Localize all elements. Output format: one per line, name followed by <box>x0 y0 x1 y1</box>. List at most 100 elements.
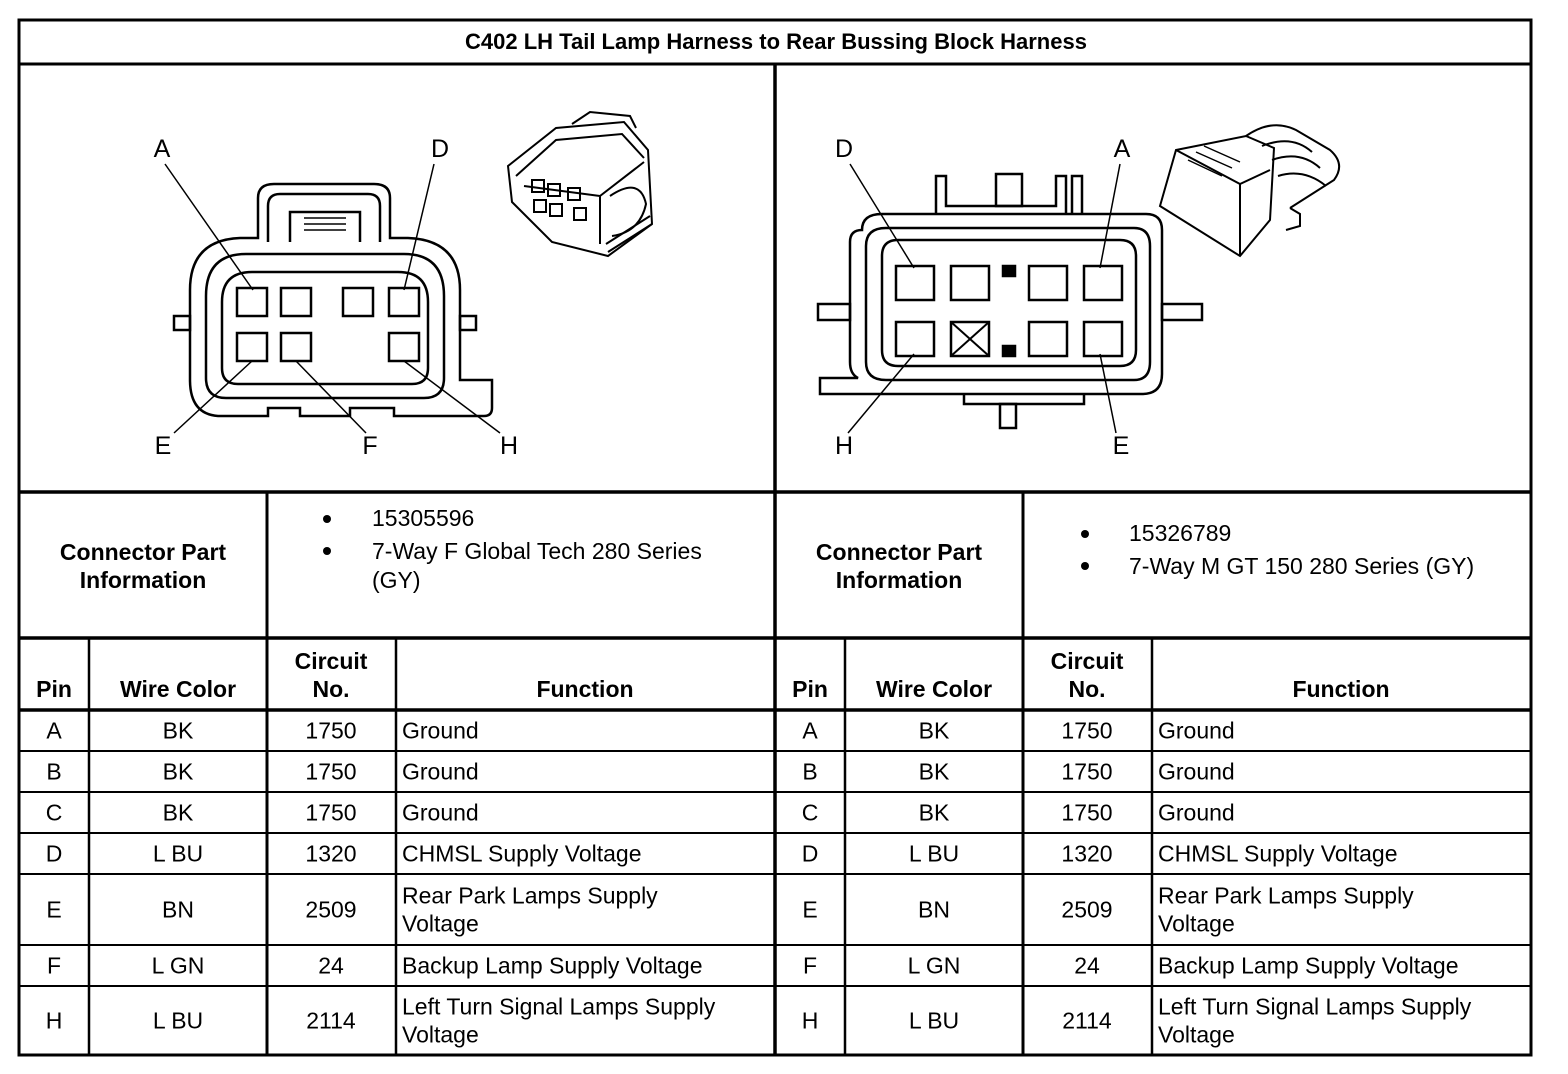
left-connector-info-label-line1: Connector Part <box>60 539 226 565</box>
left-pin-label-d: D <box>431 135 449 163</box>
left-row-2-function-line-0: Ground <box>402 800 479 826</box>
left-row-6-function-line-0: Left Turn Signal Lamps Supply <box>402 994 716 1020</box>
right-pin-callout-lines <box>847 163 1121 434</box>
right-pin-label-d: D <box>835 135 853 163</box>
right-header-circuit-line2: No. <box>1068 676 1105 702</box>
right-bullet-2 <box>1081 562 1089 570</box>
left-row-0-pin: A <box>46 718 62 744</box>
right-header-pin: Pin <box>792 676 828 702</box>
right-connector-info-label-line1: Connector Part <box>816 539 982 565</box>
left-row-1-circuit: 1750 <box>305 759 356 785</box>
left-row-4-pin: E <box>46 897 61 923</box>
right-row-5-pin: F <box>803 953 817 979</box>
left-pin-callout-lines <box>164 163 501 434</box>
left-row-3-function-line-0: CHMSL Supply Voltage <box>402 841 642 867</box>
right-connector-face-drawing <box>816 172 1204 430</box>
right-connector-description-line1: 7-Way M GT 150 280 Series (GY) <box>1129 553 1474 579</box>
right-row-3-wire-color: L BU <box>909 841 959 867</box>
left-row-0-function-line-0: Ground <box>402 718 479 744</box>
left-row-2-circuit: 1750 <box>305 800 356 826</box>
left-header-function: Function <box>536 676 633 702</box>
right-row-4-function-line-1: Voltage <box>1158 911 1235 937</box>
left-pin-label-e: E <box>155 432 172 460</box>
left-header-wire-color: Wire Color <box>120 676 236 702</box>
right-row-6-pin: H <box>802 1008 819 1034</box>
right-row-2-pin: C <box>802 800 819 826</box>
left-row-1-function-line-0: Ground <box>402 759 479 785</box>
left-row-6-pin: H <box>46 1008 63 1034</box>
right-row-4-circuit: 2509 <box>1061 897 1112 923</box>
left-connector-3d-illustration <box>506 110 654 258</box>
left-row-2-pin: C <box>46 800 63 826</box>
left-connector-description-line1: 7-Way F Global Tech 280 Series <box>372 538 702 564</box>
left-row-3-circuit: 1320 <box>305 841 356 867</box>
right-row-3-pin: D <box>802 841 819 867</box>
right-pin-label-e: E <box>1113 432 1130 460</box>
left-part-number: 15305596 <box>372 505 474 531</box>
left-row-5-function-line-0: Backup Lamp Supply Voltage <box>402 953 702 979</box>
right-header-circuit-line1: Circuit <box>1051 648 1124 674</box>
right-header-wire-color: Wire Color <box>876 676 992 702</box>
right-row-4-pin: E <box>802 897 817 923</box>
right-row-0-pin: A <box>802 718 818 744</box>
left-bullet-1 <box>323 515 331 523</box>
left-pin-label-h: H <box>500 432 518 460</box>
right-row-0-function-line-0: Ground <box>1158 718 1235 744</box>
right-row-6-function-line-1: Voltage <box>1158 1022 1235 1048</box>
right-row-1-function-line-0: Ground <box>1158 759 1235 785</box>
right-row-6-function-line-0: Left Turn Signal Lamps Supply <box>1158 994 1472 1020</box>
right-row-2-function-line-0: Ground <box>1158 800 1235 826</box>
left-connector-description-line2: (GY) <box>372 567 421 593</box>
left-row-6-function-line-1: Voltage <box>402 1022 479 1048</box>
right-row-3-function-line-0: CHMSL Supply Voltage <box>1158 841 1398 867</box>
right-row-2-wire-color: BK <box>919 800 950 826</box>
right-pin-label-h: H <box>835 432 853 460</box>
right-part-number: 15326789 <box>1129 520 1231 546</box>
right-row-5-wire-color: L GN <box>908 953 961 979</box>
left-connector-info-label-line2: Information <box>80 567 207 593</box>
left-pin-label-f: F <box>362 432 377 460</box>
left-connector-face-drawing <box>172 182 494 418</box>
right-connector-3d-illustration <box>1158 124 1341 258</box>
right-row-6-wire-color: L BU <box>909 1008 959 1034</box>
left-bullet-2 <box>323 547 331 555</box>
left-row-3-wire-color: L BU <box>153 841 203 867</box>
right-row-1-pin: B <box>802 759 817 785</box>
left-header-pin: Pin <box>36 676 72 702</box>
right-row-0-wire-color: BK <box>919 718 950 744</box>
right-row-6-circuit: 2114 <box>1062 1008 1112 1034</box>
left-row-0-circuit: 1750 <box>305 718 356 744</box>
left-row-2-wire-color: BK <box>163 800 194 826</box>
page-title: C402 LH Tail Lamp Harness to Rear Bussin… <box>465 29 1087 54</box>
left-row-4-circuit: 2509 <box>305 897 356 923</box>
right-row-3-circuit: 1320 <box>1061 841 1112 867</box>
left-row-5-pin: F <box>47 953 61 979</box>
right-row-1-circuit: 1750 <box>1061 759 1112 785</box>
right-row-5-function-line-0: Backup Lamp Supply Voltage <box>1158 953 1458 979</box>
right-row-2-circuit: 1750 <box>1061 800 1112 826</box>
right-pin-label-a: A <box>1114 135 1131 163</box>
right-row-4-function-line-0: Rear Park Lamps Supply <box>1158 883 1414 909</box>
left-row-5-wire-color: L GN <box>152 953 205 979</box>
left-pin-label-a: A <box>154 135 171 163</box>
left-row-0-wire-color: BK <box>163 718 194 744</box>
left-header-circuit-line2: No. <box>312 676 349 702</box>
right-connector-info-label-line2: Information <box>836 567 963 593</box>
right-row-5-circuit: 24 <box>1074 953 1100 979</box>
left-row-4-function-line-0: Rear Park Lamps Supply <box>402 883 658 909</box>
table-grid <box>17 18 1533 1057</box>
left-row-6-circuit: 2114 <box>306 1008 356 1034</box>
right-header-function: Function <box>1292 676 1389 702</box>
left-row-3-pin: D <box>46 841 63 867</box>
left-row-1-pin: B <box>46 759 61 785</box>
left-row-1-wire-color: BK <box>163 759 194 785</box>
right-row-4-wire-color: BN <box>918 897 950 923</box>
left-row-4-wire-color: BN <box>162 897 194 923</box>
left-row-4-function-line-1: Voltage <box>402 911 479 937</box>
left-row-6-wire-color: L BU <box>153 1008 203 1034</box>
right-bullet-1 <box>1081 530 1089 538</box>
right-row-1-wire-color: BK <box>919 759 950 785</box>
left-row-5-circuit: 24 <box>318 953 344 979</box>
